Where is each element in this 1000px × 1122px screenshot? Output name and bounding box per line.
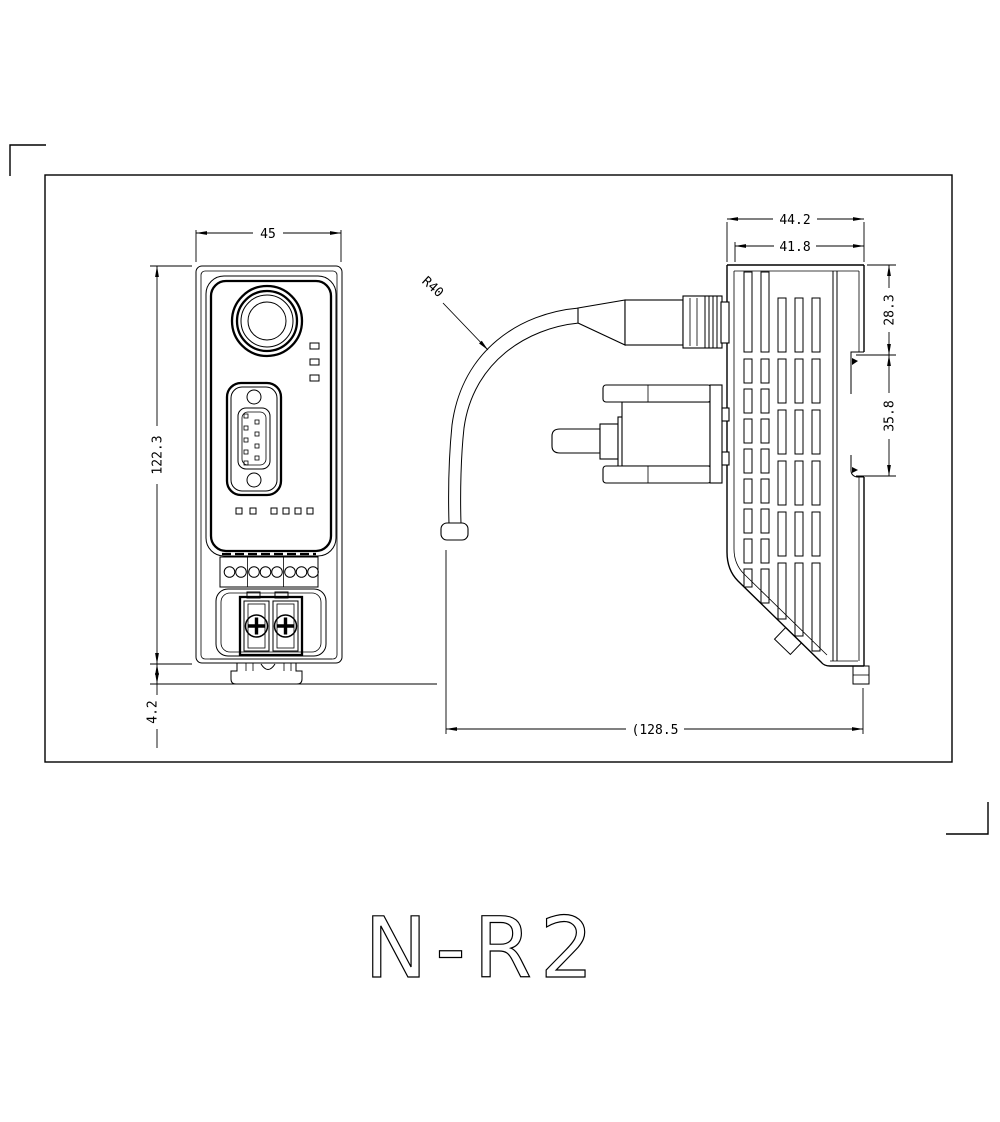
dim-rail-recess-value: 35.8	[883, 400, 898, 431]
round-connector	[230, 284, 304, 358]
front-view: 45 122.3 4.2	[145, 226, 437, 748]
drawing-frame	[44, 174, 953, 763]
chamfer-clip-tab	[773, 626, 803, 656]
corner-mark-bottom-right	[946, 802, 989, 835]
dim-body-width-value: 41.8	[779, 240, 810, 255]
corner-mark-top-left	[9, 144, 46, 176]
screw-right	[273, 614, 298, 638]
dim-top-to-rail: 28.3	[867, 264, 898, 356]
db9-plug	[551, 384, 730, 484]
side-body	[726, 264, 865, 667]
dim-overall-depth: (128.5	[445, 550, 864, 738]
antenna-cable	[440, 307, 580, 541]
radius-callout: R40	[419, 274, 489, 351]
dim-rail-recess: 35.8	[856, 354, 898, 477]
drawing-title: N-R2	[365, 899, 602, 997]
cable-end-cap	[440, 522, 469, 541]
db9-cable-stub	[551, 428, 601, 454]
din-rail-recess	[850, 351, 864, 478]
dim-overall-depth-value: (128.5	[632, 723, 679, 738]
dim-front-height-value: 122.3	[151, 435, 166, 474]
dim-overall-width-value: 44.2	[779, 213, 810, 228]
dim-clip-offset-value: 4.2	[146, 700, 161, 723]
dim-overall-width: 44.2	[726, 212, 865, 262]
dim-clip-offset: 4.2	[145, 663, 437, 748]
power-terminal	[215, 588, 327, 657]
dim-front-width: 45	[195, 226, 342, 262]
db9-pins	[243, 413, 260, 466]
dim-front-width-value: 45	[260, 227, 276, 242]
screw-left	[244, 614, 269, 638]
din-tab	[852, 665, 870, 685]
side-view: 44.2 41.8 28.3 35.8 (128.5	[419, 212, 898, 738]
dim-top-to-rail-value: 28.3	[883, 294, 898, 325]
dim-front-height: 122.3	[149, 265, 192, 665]
status-leds-vertical	[309, 342, 320, 382]
vent-slots	[743, 271, 821, 652]
db9-connector	[225, 381, 283, 497]
status-leds-row	[235, 507, 314, 515]
dim-body-width: 41.8	[734, 239, 865, 262]
terminal-strip	[219, 552, 319, 588]
radius-callout-value: R40	[419, 274, 446, 301]
antenna-connector	[577, 295, 730, 349]
